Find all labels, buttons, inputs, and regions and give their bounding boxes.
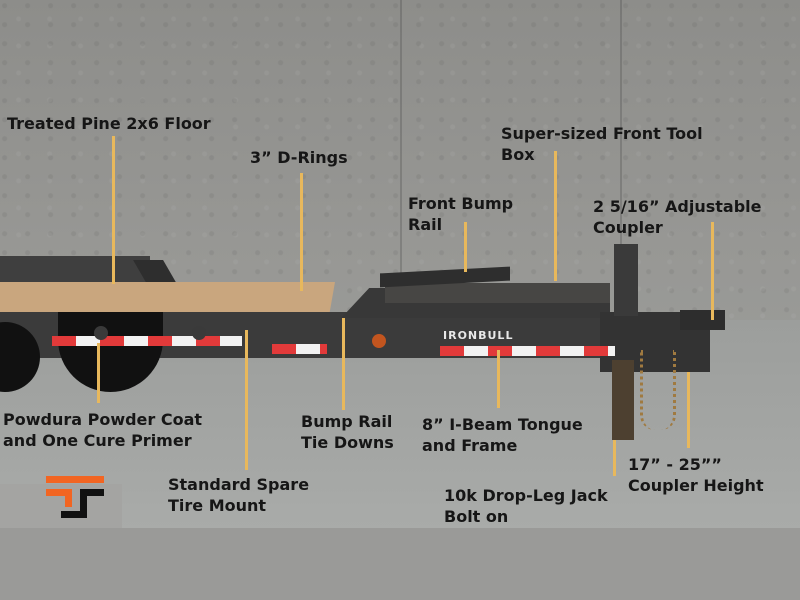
callout-tie-downs: Bump Rail Tie Downs	[301, 411, 394, 453]
callout-spare-tire: Standard Spare Tire Mount	[168, 474, 309, 516]
callout-line: Front Bump	[408, 194, 514, 213]
brand-logo-text: IRONBULL	[443, 329, 514, 342]
d-ring-mount	[94, 326, 108, 340]
safety-chain	[640, 350, 676, 430]
leader-i-beam	[497, 350, 500, 408]
callout-line: 2 5/16” Adjustable	[593, 197, 762, 216]
jack-post	[614, 244, 638, 316]
leader-d-rings	[300, 173, 303, 291]
callout-jack: 10k Drop-Leg Jack Bolt on	[444, 485, 608, 527]
leader-coupler	[711, 222, 714, 320]
leader-tool-box	[554, 151, 557, 281]
callout-line: Treated Pine 2x6 Floor	[7, 114, 211, 133]
callout-powder-coat: Powdura Powder Coat and One Cure Primer	[3, 409, 202, 451]
d-ring-mount	[192, 326, 206, 340]
callout-floor: Treated Pine 2x6 Floor	[7, 113, 211, 134]
callout-line: 17” - 25””	[628, 455, 722, 474]
reflective-tape	[440, 346, 615, 356]
callout-line: Tie Downs	[301, 433, 394, 452]
coupler	[680, 310, 725, 330]
callout-bump-rail: Front Bump Rail	[408, 193, 513, 235]
callout-line: 3” D-Rings	[250, 148, 348, 167]
callout-line: and Frame	[422, 436, 518, 455]
callout-line: Powdura Powder Coat	[3, 410, 203, 429]
leader-bump-rail	[464, 222, 467, 272]
leader-powder-coat	[97, 343, 100, 403]
callout-line: Bump Rail	[301, 412, 393, 431]
callout-coupler-height: 17” - 25”” Coupler Height	[628, 454, 764, 496]
reflective-tape	[52, 336, 242, 346]
callout-line: Coupler Height	[628, 476, 764, 495]
callout-line: 10k Drop-Leg Jack	[444, 486, 608, 505]
callout-line: Tire Mount	[168, 496, 267, 515]
callout-line: Super-sized Front Tool	[501, 124, 703, 143]
callout-i-beam: 8” I-Beam Tongue and Frame	[422, 414, 583, 456]
leader-tie-downs	[342, 318, 345, 410]
callout-coupler: 2 5/16” Adjustable Coupler	[593, 196, 762, 238]
callout-tool-box: Super-sized Front Tool Box	[501, 123, 703, 165]
callout-line: Box	[501, 145, 535, 164]
leader-coupler-height	[687, 372, 690, 448]
drop-leg-jack	[612, 360, 634, 440]
wood-deck	[0, 282, 335, 314]
company-logo-icon	[44, 472, 108, 524]
callout-line: 8” I-Beam Tongue	[422, 415, 583, 434]
marker-light	[372, 334, 386, 348]
rear-rail	[0, 256, 150, 282]
front-tool-box	[385, 283, 610, 303]
bottom-strip	[0, 528, 800, 600]
callout-line: Rail	[408, 215, 443, 234]
leader-spare-tire	[245, 330, 248, 470]
callout-line: Standard Spare	[168, 475, 310, 494]
callout-line: Bolt on	[444, 507, 509, 526]
leader-jack	[613, 440, 616, 476]
leader-floor	[112, 136, 115, 284]
callout-line: Coupler	[593, 218, 663, 237]
reflective-tape	[272, 344, 327, 354]
callout-line: and One Cure Primer	[3, 431, 192, 450]
callout-d-rings: 3” D-Rings	[250, 147, 348, 168]
